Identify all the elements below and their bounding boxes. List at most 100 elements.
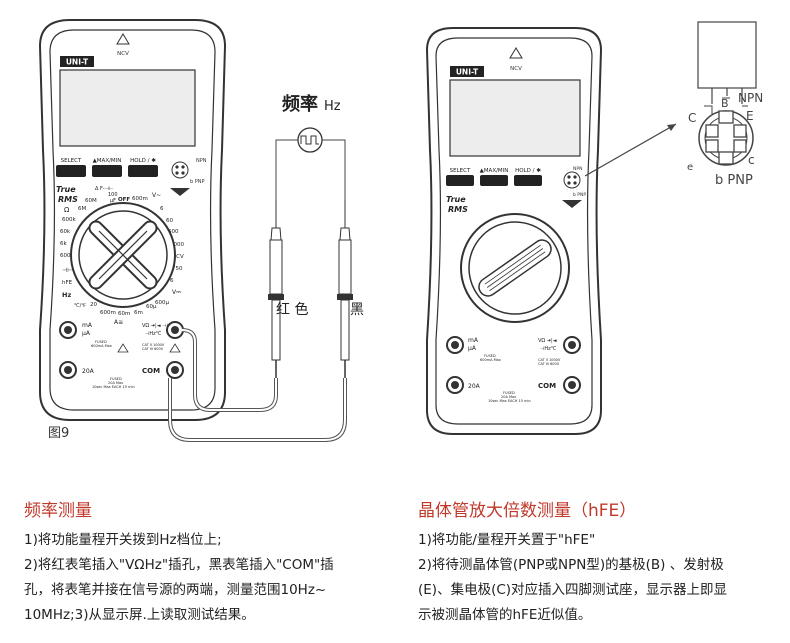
max-min-button[interactable] — [480, 175, 508, 186]
jack-ma-label: mA — [468, 337, 479, 344]
warning-icon — [169, 343, 181, 353]
true-rms-label-2: RMS — [448, 205, 468, 214]
dial-600u: 600μ — [155, 300, 169, 306]
dial-v600m: 600m — [132, 196, 148, 202]
black-probe-label: 黑 — [350, 302, 364, 318]
hold-label: HOLD / ✱ — [130, 157, 156, 164]
pnp-label: b PNP — [715, 173, 753, 188]
socket-hole-b2 — [718, 151, 734, 165]
jack-20a[interactable] — [59, 361, 77, 379]
select-button[interactable] — [446, 175, 474, 186]
socket-hole-e2 — [705, 139, 719, 153]
select-label: SELECT — [450, 168, 471, 174]
fused-label-1: FUSED — [484, 354, 496, 358]
dial-60m: 60m — [118, 311, 130, 317]
hfe-socket — [171, 161, 189, 179]
jack-ma[interactable] — [446, 336, 464, 354]
dial-cap: ⊣⊢ — [62, 267, 72, 274]
ncv-triangle-icon — [509, 47, 523, 59]
dial-v-extra: 6 — [170, 278, 174, 284]
callout-arrow — [584, 123, 677, 177]
hfe-socket — [563, 171, 581, 189]
socket-pnp-label: b PNP — [190, 179, 205, 185]
dial-600m: 600m — [100, 310, 116, 316]
fused20-label-1: FUSED — [110, 377, 122, 381]
socket-hole-c2 — [733, 139, 747, 153]
jack-ua-label: μA — [82, 330, 91, 337]
npn-label: NPN — [738, 91, 763, 105]
dial-v1000: 1000 — [170, 242, 184, 248]
red-lead-cable-inner — [181, 329, 277, 411]
jack-20a-label: 20A — [468, 383, 481, 390]
socket-hole-c — [705, 124, 719, 138]
dial-hfe: hFE — [62, 280, 73, 286]
socket-pin — [573, 175, 577, 179]
select-label: SELECT — [61, 158, 82, 164]
rotary-knob[interactable] — [88, 220, 158, 290]
jack-com[interactable] — [166, 361, 184, 379]
jack-com-label: COM — [142, 367, 160, 375]
cat-label-1: CAT II 1000V — [538, 358, 561, 362]
hfe-step-1: 1)将功能/量程开关置于"hFE" — [418, 532, 596, 548]
dial-6m: 6m — [134, 310, 143, 316]
warning-triangle-icon — [170, 188, 190, 196]
cat-label-2: CAT III 600V — [538, 362, 560, 366]
right-multimeter: NCV UNI-T SELECT ▲MAX/MIN HOLD / ✱ NPN b… — [425, 27, 603, 435]
hold-button[interactable] — [128, 165, 158, 177]
jack-v-ohm-hz[interactable] — [563, 336, 581, 354]
true-rms-label-1: True — [56, 185, 76, 194]
hfe-step-2-cont: (E)、集电极(C)对应插入四脚测试座，显示器上即显 — [418, 582, 728, 598]
cat-label-1: CAT II 1000V — [142, 343, 165, 347]
dial-off: OFF — [118, 197, 130, 203]
transistor-detail: C B NPN E e c b PNP — [687, 21, 763, 188]
hold-button[interactable] — [514, 175, 542, 186]
dial-v750: 750 — [172, 266, 183, 272]
red-probe-label: 红 色 — [276, 301, 308, 318]
socket-hole-e — [733, 124, 747, 138]
rotary-knob[interactable] — [475, 237, 554, 300]
socket-pin — [181, 165, 185, 169]
hfe-section-title: 晶体管放大倍数测量（hFE） — [418, 501, 637, 521]
socket-pin — [567, 175, 571, 179]
pin-b-label: B — [721, 97, 729, 110]
jack-ma-label: mA — [82, 322, 93, 329]
jack-20a-label: 20A — [82, 368, 95, 375]
illustration-canvas: NCV UNI-T SELECT ▲MAX/MIN HOLD / ✱ NPN b… — [38, 19, 763, 442]
hfe-step-2: 2)将待测晶体管(PNP或NPN型)的基极(B) 、发射极 — [418, 557, 724, 573]
frequency-step-1: 1)将功能量程开关拨到Hz档位上; — [24, 532, 222, 548]
signal-source: 频率 Hz — [275, 93, 346, 205]
socket-pin — [573, 181, 577, 185]
lcd-screen — [449, 79, 581, 157]
brand-logo: UNI-T — [66, 58, 89, 67]
frequency-step-2: 2)将红表笔插入"VΩHz"插孔，黑表笔插入"COM"插 — [24, 557, 334, 573]
select-button[interactable] — [56, 165, 86, 177]
dial-vdc: V⎓ — [172, 289, 181, 296]
socket-pin — [567, 181, 571, 185]
signal-source-circle — [297, 127, 323, 153]
dial-v60: 60 — [166, 218, 173, 224]
dial-ohm-6m: 6M — [78, 206, 86, 212]
hfe-step-2-end: 示被测晶体管的hFE近似值。 — [418, 607, 592, 623]
fused20-label-1: FUSED — [503, 391, 515, 395]
dial-ohm-60k: 60k — [60, 229, 71, 235]
left-multimeter: NCV UNI-T SELECT ▲MAX/MIN HOLD / ✱ NPN b… — [38, 19, 227, 421]
transistor-body — [697, 21, 757, 89]
hfe-instructions: 1)将功能/量程开关置于"hFE" 2)将待测晶体管(PNP或NPN型)的基极(… — [418, 528, 790, 628]
max-min-button[interactable] — [92, 165, 122, 177]
dial-temp: ℃/℉ — [74, 303, 86, 309]
pin-e-label: E — [746, 109, 754, 123]
jack-ma[interactable] — [59, 321, 77, 339]
socket-pin — [175, 171, 179, 175]
dial-a20: 20 — [90, 302, 97, 308]
fused20-label-3: 10sec Max EACH 15 min — [488, 399, 531, 403]
jack-20a[interactable] — [446, 376, 464, 394]
dial-v600: 600 — [168, 229, 179, 235]
source-wire-right — [322, 139, 346, 205]
brand-badge — [450, 66, 484, 77]
ncv-label: NCV — [117, 51, 129, 57]
dial-ohm-6k: 6k — [60, 241, 67, 247]
cat-label-2: CAT III 600V — [142, 347, 164, 351]
socket-hole-b — [718, 110, 734, 124]
fused20-label-3: 10sec Max EACH 15 min — [92, 385, 135, 389]
jack-com[interactable] — [563, 376, 581, 394]
